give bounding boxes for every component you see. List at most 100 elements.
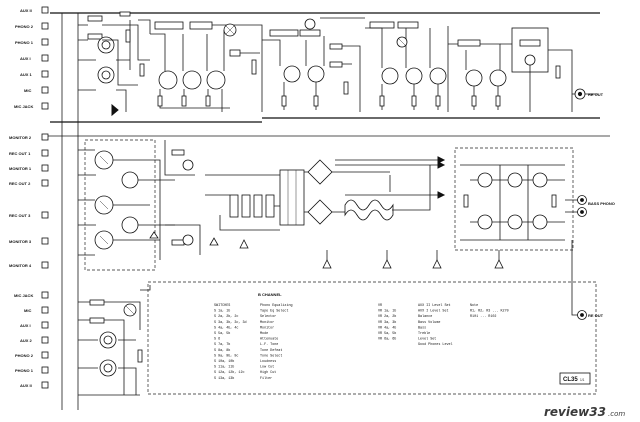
legend-entry: S 11a, 11b	[214, 365, 234, 370]
svg-text:MIC: MIC	[24, 308, 31, 313]
jack-label: MONITOR 4	[9, 261, 49, 269]
jack-label: PHONO 2	[15, 351, 49, 359]
legend-entry: VR 5a, 5b	[378, 331, 396, 336]
legend-entry: S 9a, 9b, 9c	[214, 353, 238, 358]
jack-label: AUX II	[20, 381, 49, 389]
legend-entry: VR 3a, 3b	[378, 320, 396, 325]
jack-label: PHONO 1	[15, 366, 49, 374]
b-channel-label: B CHANNEL	[258, 292, 282, 297]
jack-label: RE OUT	[588, 313, 604, 318]
tube-stage-3	[365, 21, 449, 112]
svg-text:REC OUT 2: REC OUT 2	[9, 181, 31, 186]
legend-entry: S 13a, 13b	[214, 376, 234, 381]
svg-text:REC OUT 1: REC OUT 1	[9, 151, 31, 156]
watermark-name: review33	[544, 405, 606, 419]
watermark: review33 .com	[544, 405, 625, 419]
tube-stage-1	[150, 21, 263, 112]
legend-entry: Tone Select	[260, 353, 282, 358]
legend-entry: Attenuate	[260, 338, 278, 342]
legend-entry: Balance	[418, 314, 432, 319]
legend-entry: S 2a, 2b, 2c	[214, 314, 238, 319]
jack-label: AUX I	[20, 321, 49, 329]
model-number: CL35	[563, 377, 578, 383]
channel-b-input	[78, 285, 151, 396]
svg-text:PHONO 1: PHONO 1	[15, 40, 34, 45]
jack-labels-right: RE OUT BASS PHONO RE OUT	[588, 92, 615, 318]
svg-text:AUX 1: AUX 1	[20, 72, 33, 77]
legend-entry: AUX II Level Set	[418, 303, 451, 308]
ground-arrows	[322, 250, 504, 269]
transistor-section	[454, 147, 574, 251]
legend-entry: Loudness	[260, 359, 276, 364]
svg-text:AUX 2: AUX 2	[20, 338, 33, 343]
jack-label: MIC	[24, 306, 49, 314]
svg-text:PHONO 1: PHONO 1	[15, 368, 34, 373]
svg-text:MONITOR 3: MONITOR 3	[9, 239, 32, 244]
legend-entry: VR 4a, 4b	[378, 325, 396, 330]
legend-entry: S 7a, 7b	[214, 342, 230, 347]
legend-entry: SWITCHES	[214, 304, 230, 308]
input-network-top	[78, 11, 151, 117]
legend-entry: Monitor	[260, 325, 274, 330]
legend-entry: S 8a, 8b	[214, 348, 230, 353]
tube-stage-4	[448, 27, 573, 112]
jack-label: MIC	[24, 86, 49, 94]
jack-label: REC OUT 3	[9, 211, 49, 219]
jack-label: MIC JACK	[14, 291, 49, 299]
svg-text:MONITOR 2: MONITOR 2	[9, 135, 32, 140]
jack-labels-left: AUX II PHONO 2 PHONO 1 AUX I AUX 1 MIC M…	[9, 6, 49, 269]
jack-label: REC OUT 1	[9, 149, 49, 157]
jack-label: AUX 2	[20, 336, 49, 344]
jack-label: BASS PHONO	[588, 201, 615, 206]
jack-label: MIC JACK	[14, 102, 49, 110]
jack-label: MONITOR 1	[9, 164, 49, 172]
svg-text:REC OUT 3: REC OUT 3	[9, 213, 31, 218]
svg-text:PHONO 2: PHONO 2	[15, 24, 34, 29]
legend-entry: S 6	[214, 338, 220, 342]
legend-entry: S 12a, 12b, 12c	[214, 370, 245, 375]
jack-label: RE OUT	[588, 92, 604, 97]
legend-entry: Filter	[260, 376, 272, 381]
legend-entry: Good Phones Level	[418, 342, 453, 347]
model-box: CL35 1/1	[559, 372, 591, 385]
legend-entry: Mode	[260, 331, 268, 336]
legend-entry: L.F. Tone	[260, 343, 278, 347]
jack-label: AUX I	[20, 54, 49, 62]
legend-entry: VR 1a, 1b	[378, 309, 396, 314]
legend-entry: Monitor	[260, 320, 274, 325]
output-jack-top	[572, 88, 598, 100]
legend-entry: VR 2a, 2b	[378, 314, 396, 319]
legend-entry: Bass Volume	[418, 320, 440, 325]
power-supply	[205, 156, 446, 231]
legend-entry: R1, R2, R3 ... K270	[470, 310, 509, 314]
svg-text:AUX I: AUX I	[20, 323, 31, 328]
legend-entry: Tape Eq Select	[260, 309, 289, 314]
legend-entry: Selector	[260, 314, 276, 319]
output-jacks-right	[565, 195, 587, 320]
legend-entry: High Cut	[260, 370, 276, 375]
svg-text:MIC: MIC	[24, 88, 31, 93]
svg-text:AUX II: AUX II	[20, 8, 32, 13]
tube-stage-2	[262, 17, 365, 112]
supply-buses	[48, 12, 610, 410]
jack-label: AUX 1	[20, 70, 49, 78]
legend-entry: AUX I Level Set	[418, 309, 449, 314]
legend-entry: Note	[470, 304, 478, 308]
svg-text:MIC JACK: MIC JACK	[14, 293, 33, 298]
jack-label: REC OUT 2	[9, 179, 49, 187]
legend-entry: VR	[378, 304, 382, 308]
legend-entry: Treble	[418, 331, 430, 336]
legend-entry: R101 ... R102	[470, 315, 496, 319]
legend-entry: Bass	[418, 326, 426, 330]
jack-labels-left-bottom: MIC JACK MIC AUX I AUX 2 PHONO 2 PHONO 1…	[14, 291, 49, 389]
jack-label: MONITOR 2	[9, 133, 49, 141]
legend-entry: Tone Defeat	[260, 348, 282, 353]
legend-entry: Low Cut	[260, 366, 274, 370]
svg-text:MONITOR 1: MONITOR 1	[9, 166, 32, 171]
svg-text:AUX II: AUX II	[20, 383, 32, 388]
legend-entry: S 10a, 10b	[214, 359, 234, 364]
legend-entry: S 1a, 1b	[214, 309, 230, 314]
svg-text:MONITOR 4: MONITOR 4	[9, 263, 32, 268]
filter-capacitor-bank	[344, 199, 394, 221]
